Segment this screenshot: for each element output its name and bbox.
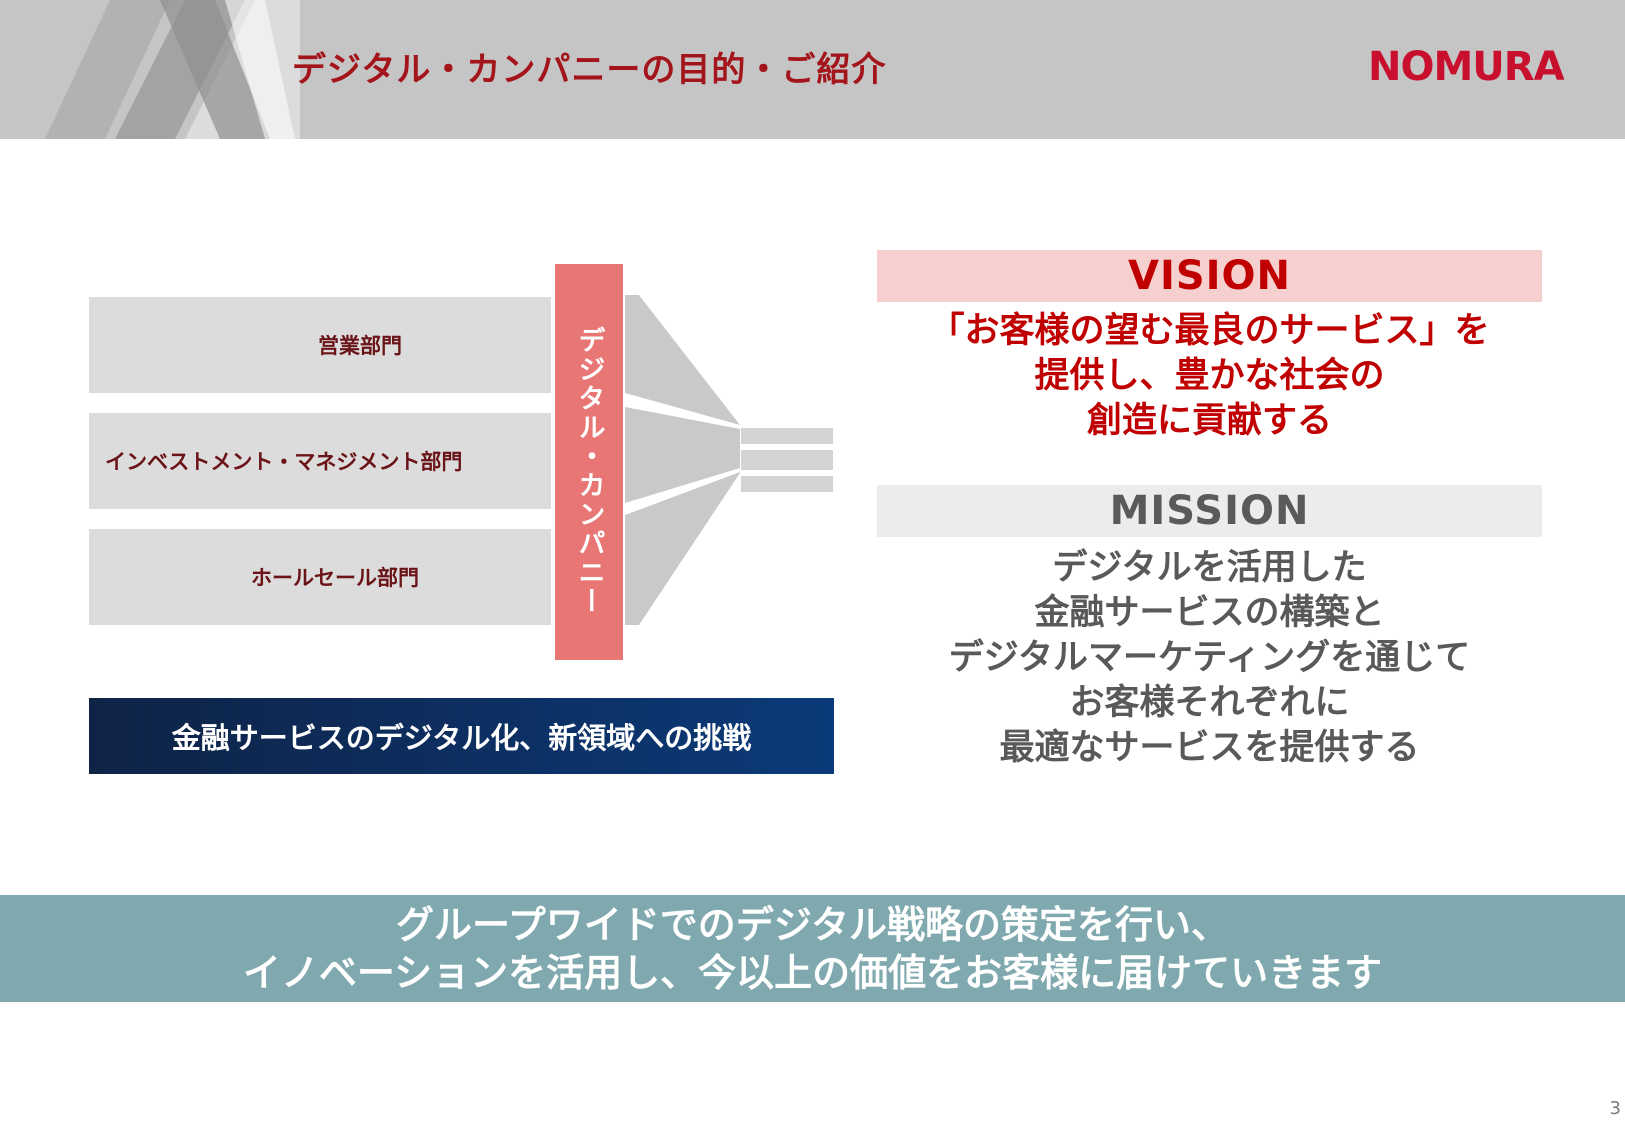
nomura-logo: NOMURA bbox=[1368, 44, 1565, 90]
department-label: インベストメント・マネジメント部門 bbox=[105, 450, 463, 474]
vision-line: 提供し、豊かな社会の bbox=[1034, 356, 1385, 396]
header-decoration bbox=[45, 0, 300, 139]
department-label: 営業部門 bbox=[318, 334, 402, 358]
mission-line: デジタルマーケティングを通じて bbox=[948, 638, 1471, 678]
mission-heading: MISSION bbox=[877, 485, 1542, 537]
page-number: 3 bbox=[1609, 1098, 1621, 1119]
mission-line: 最適なサービスを提供する bbox=[999, 728, 1420, 768]
vision-statement: 「お客様の望む最良のサービス」を 提供し、豊かな社会の 創造に貢献する bbox=[877, 309, 1542, 444]
footer-line: イノベーションを活用し、今以上の価値をお客様に届けていきます bbox=[242, 950, 1383, 995]
department-wholesale: ホールセール部門 bbox=[89, 529, 551, 625]
mission-line: デジタルを活用した bbox=[1052, 548, 1367, 588]
footer-banner: グループワイドでのデジタル戦略の策定を行い、 イノベーションを活用し、今以上の価… bbox=[0, 895, 1625, 1002]
mission-statement: デジタルを活用した 金融サービスの構築と デジタルマーケティングを通じて お客様… bbox=[877, 546, 1542, 771]
challenge-banner: 金融サービスのデジタル化、新領域への挑戦 bbox=[89, 698, 834, 774]
funnel-graphic bbox=[625, 295, 833, 625]
page-title: デジタル・カンパニーの目的・ご紹介 bbox=[292, 50, 887, 90]
vision-line: 「お客様の望む最良のサービス」を bbox=[929, 311, 1490, 351]
footer-line: グループワイドでのデジタル戦略の策定を行い、 bbox=[396, 902, 1229, 947]
department-label: ホールセール部門 bbox=[251, 566, 419, 590]
mission-line: 金融サービスの構築と bbox=[1034, 593, 1385, 633]
mission-line: お客様それぞれに bbox=[1069, 683, 1350, 723]
vision-heading: VISION bbox=[877, 250, 1542, 302]
department-sales: 営業部門 bbox=[89, 297, 551, 393]
department-investment-management: インベストメント・マネジメント部門 bbox=[89, 413, 551, 509]
vision-line: 創造に貢献する bbox=[1086, 401, 1332, 441]
digital-company-bar: デジタル・カンパニー bbox=[555, 264, 623, 660]
digital-company-label: デジタル・カンパニー bbox=[573, 326, 605, 616]
